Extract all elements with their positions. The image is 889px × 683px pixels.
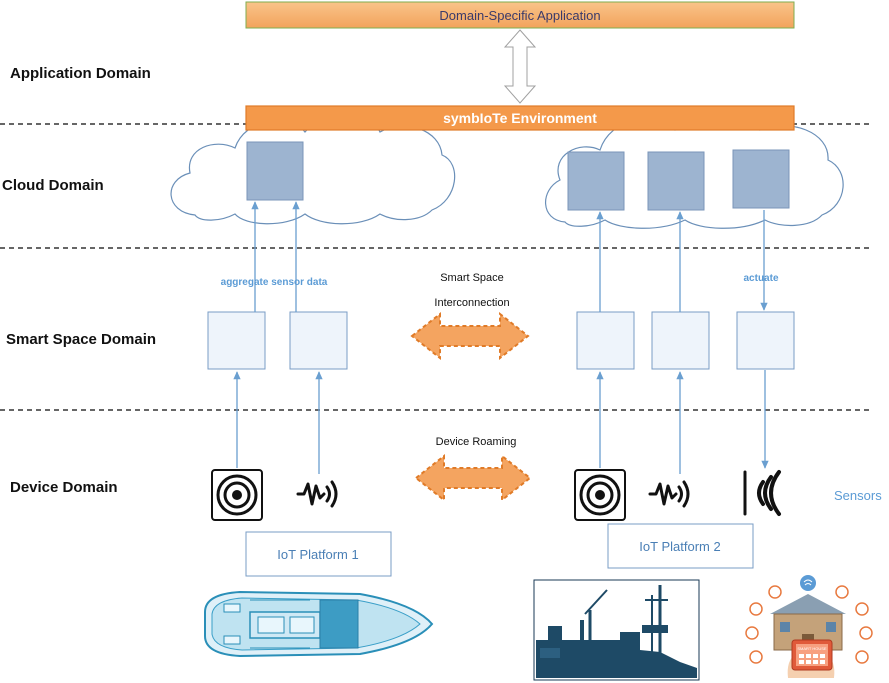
- gateway-box-2: [289, 311, 348, 370]
- target-sensor-icon-2: [574, 469, 626, 521]
- boat-illustration: [204, 590, 434, 658]
- iot-platform-1-box: [245, 531, 392, 577]
- smart-space-label-line1: Smart Space: [440, 272, 504, 284]
- iot-platform-2-box: [607, 523, 754, 569]
- iot-platform-2-label: IoT Platform 2: [639, 539, 720, 554]
- actuator-broadcast-icon: [743, 470, 781, 516]
- symbiote-environment-label: symbIoTe Environment: [443, 110, 597, 126]
- domain-specific-application-label: Domain-Specific Application: [439, 8, 600, 23]
- sensors-label: Sensors: [834, 488, 882, 503]
- smart-space-domain-label: Smart Space Domain: [6, 331, 156, 348]
- device-roaming-label: Device Roaming: [436, 436, 517, 448]
- gateway-box-3: [576, 311, 635, 370]
- smart-house-illustration: SMART HOUSE: [745, 575, 873, 678]
- signal-sensor-icon-2: [648, 480, 690, 508]
- target-sensor-icon-1: [211, 469, 263, 521]
- cloud-service-box-3: [647, 151, 705, 211]
- cloud-service-box-1: [246, 141, 304, 201]
- cloud-domain-label: Cloud Domain: [2, 177, 104, 194]
- actuate-label: actuate: [743, 273, 778, 284]
- smart-house-tablet-label: SMART HOUSE: [797, 646, 827, 651]
- device-domain-label: Device Domain: [10, 479, 118, 496]
- gateway-box-4: [651, 311, 710, 370]
- device-roaming-arrow: [414, 453, 532, 503]
- cloud-left: [170, 114, 456, 225]
- signal-sensor-icon-1: [296, 480, 338, 508]
- symbiote-environment-bar: [245, 105, 795, 131]
- cloud-service-box-2: [567, 151, 625, 211]
- gateway-box-1: [207, 311, 266, 370]
- application-domain-label: Application Domain: [10, 65, 151, 82]
- smart-space-interconnection-arrow: [410, 311, 530, 361]
- port-crane-illustration: [533, 579, 700, 681]
- vertical-double-arrow: [503, 29, 537, 104]
- aggregate-sensor-data-label: aggregate sensor data: [221, 277, 328, 288]
- smart-space-label-line2: Interconnection: [434, 297, 509, 309]
- gateway-box-5: [736, 311, 795, 370]
- cloud-service-box-4: [732, 149, 790, 209]
- domain-specific-application-box: [245, 1, 795, 29]
- iot-platform-1-label: IoT Platform 1: [277, 547, 358, 562]
